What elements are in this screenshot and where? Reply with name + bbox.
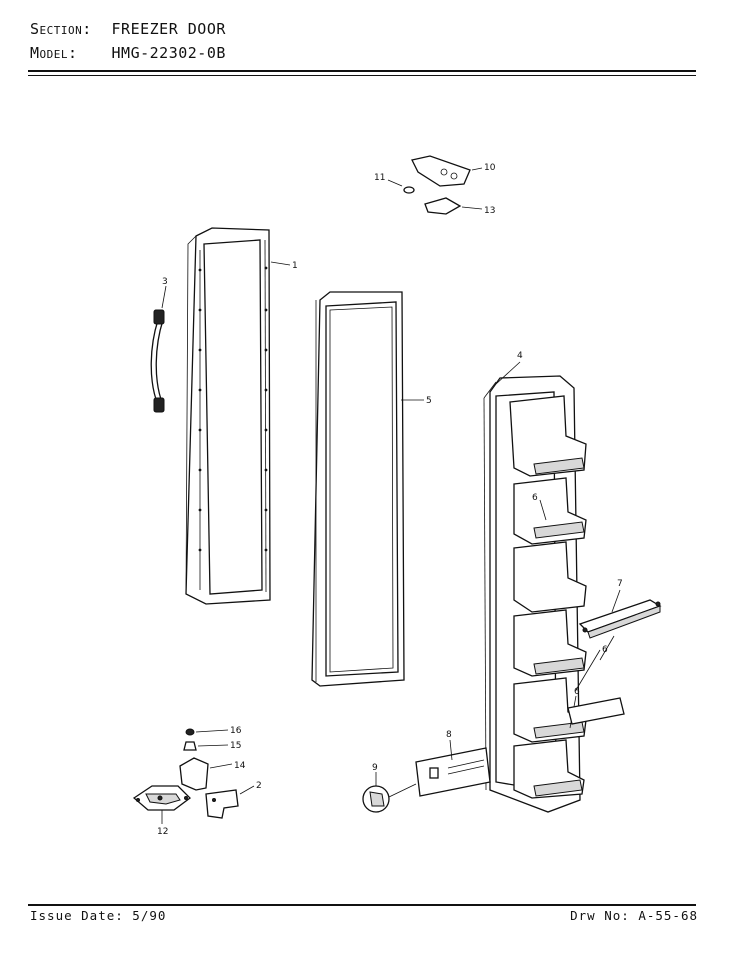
section-value: FREEZER DOOR — [111, 20, 226, 38]
model-header: Model: HMG-22302-0B — [30, 44, 226, 62]
callout-1: 1 — [292, 261, 298, 271]
part-door-rail — [415, 697, 625, 797]
part-door-handle — [150, 285, 167, 413]
part-door-shelf-assembly — [483, 361, 587, 813]
callout-5: 5 — [426, 396, 432, 406]
callout-10: 10 — [484, 163, 496, 173]
issue-date: Issue Date: 5/90 — [30, 908, 167, 923]
part-door-liner — [185, 227, 291, 605]
section-header: Section: FREEZER DOOR — [30, 20, 226, 38]
header-divider — [28, 70, 696, 72]
callout-6c: 6 — [602, 645, 608, 655]
model-label: Model: — [30, 44, 78, 62]
part-hinge-shim — [424, 197, 483, 215]
callout-3: 3 — [162, 277, 168, 287]
callout-15: 15 — [230, 741, 241, 751]
callout-16: 16 — [230, 726, 242, 736]
callout-12: 12 — [157, 827, 168, 837]
callout-6b: 6 — [574, 687, 580, 697]
callout-7: 7 — [617, 579, 623, 589]
part-top-hinge — [411, 155, 483, 187]
part-lower-bracket — [205, 785, 255, 819]
footer-divider — [28, 904, 696, 906]
callout-9: 9 — [372, 763, 378, 773]
part-hinge-bracket — [179, 757, 233, 791]
callout-2: 2 — [256, 781, 262, 791]
drawing-number: Drw No: A-55-68 — [570, 908, 698, 923]
callout-6a: 6 — [532, 493, 538, 503]
part-bushing — [185, 728, 229, 736]
model-value: HMG-22302-0B — [111, 44, 226, 62]
part-door-cam — [362, 772, 417, 813]
callout-4: 4 — [517, 351, 523, 361]
part-hinge-pin — [183, 741, 229, 751]
header-divider-thin — [28, 75, 696, 76]
section-label: Section: — [30, 20, 92, 38]
callout-8: 8 — [446, 730, 452, 740]
callout-14: 14 — [234, 761, 246, 771]
part-shelf-bar — [578, 589, 662, 661]
callout-11: 11 — [374, 173, 385, 183]
part-door-gasket — [311, 291, 424, 687]
callout-13: 13 — [484, 206, 495, 216]
part-hinge-washer — [387, 179, 415, 194]
part-bottom-hinge — [132, 785, 191, 824]
